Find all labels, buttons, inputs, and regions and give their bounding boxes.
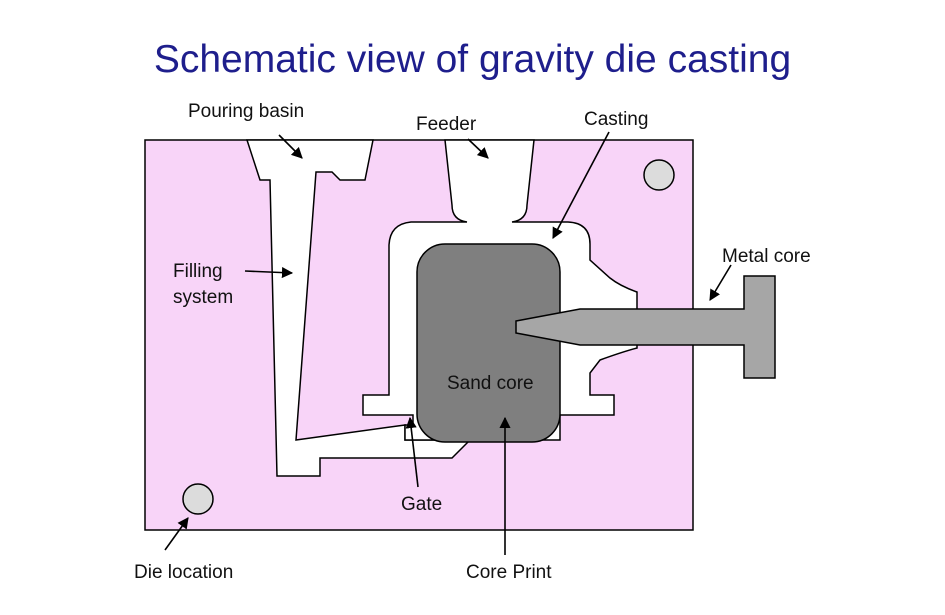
casting-arrow (552, 131, 610, 239)
page-title: Schematic view of gravity die casting (153, 38, 792, 81)
label-casting: Casting (584, 109, 648, 130)
sand-core (416, 243, 561, 443)
label-feeder: Feeder (416, 114, 477, 135)
die-location-arrow (164, 517, 189, 551)
label-core-print: Core Print (466, 562, 552, 583)
filling-system-arrow (244, 266, 294, 279)
label-pouring-basin: Pouring basin (188, 101, 304, 122)
label-filling-line-2: system (173, 287, 233, 308)
gate-arrow (405, 416, 419, 488)
die-location-pin-top (643, 159, 675, 191)
die-location-pin-bottom (182, 483, 214, 515)
metal-core-arrow (709, 264, 732, 301)
label-gate: Gate (401, 494, 442, 515)
feeder-arrow (467, 138, 489, 159)
label-filling-line-1: Filling (173, 261, 223, 282)
label-die-location: Die location (134, 562, 233, 583)
label-metal-core: Metal core (722, 246, 811, 267)
label-sand-core: Sand core (447, 373, 534, 394)
pouring-basin-arrow (278, 134, 303, 159)
metal-core (515, 275, 776, 379)
